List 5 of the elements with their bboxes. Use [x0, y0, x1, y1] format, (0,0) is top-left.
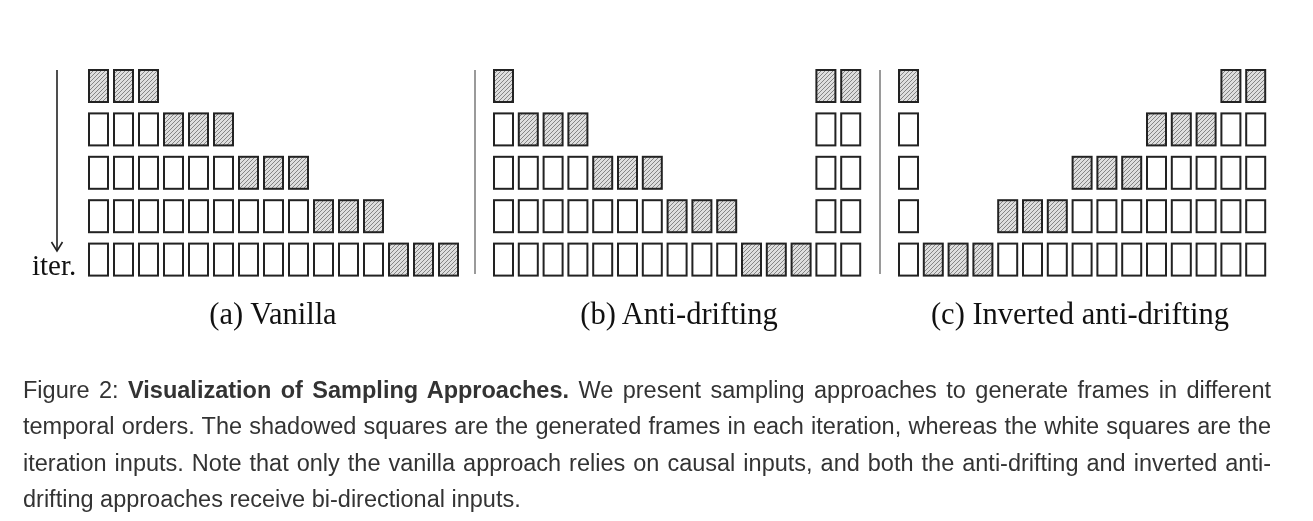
figure-caption: Figure 2: Visualization of Sampling Approaches. We present sampling approaches to generate frames in different temporal orders. The shadowed squares are the generated frames in each iteration, whereas the white squares are the iteration inputs. Note that only the vanilla approach relies on causal inputs, and both the anti-drifting and inverted anti-drifting approaches receive bi-directional inputs. — [23, 376, 1271, 515]
subfigure-caption: (c) Inverted anti-drifting — [930, 299, 1230, 330]
subfigure-caption: (a) Vanilla — [209, 299, 337, 330]
subfigure-caption: (b) Anti-drifting — [580, 299, 778, 330]
iteration-label: iter. — [32, 251, 77, 280]
